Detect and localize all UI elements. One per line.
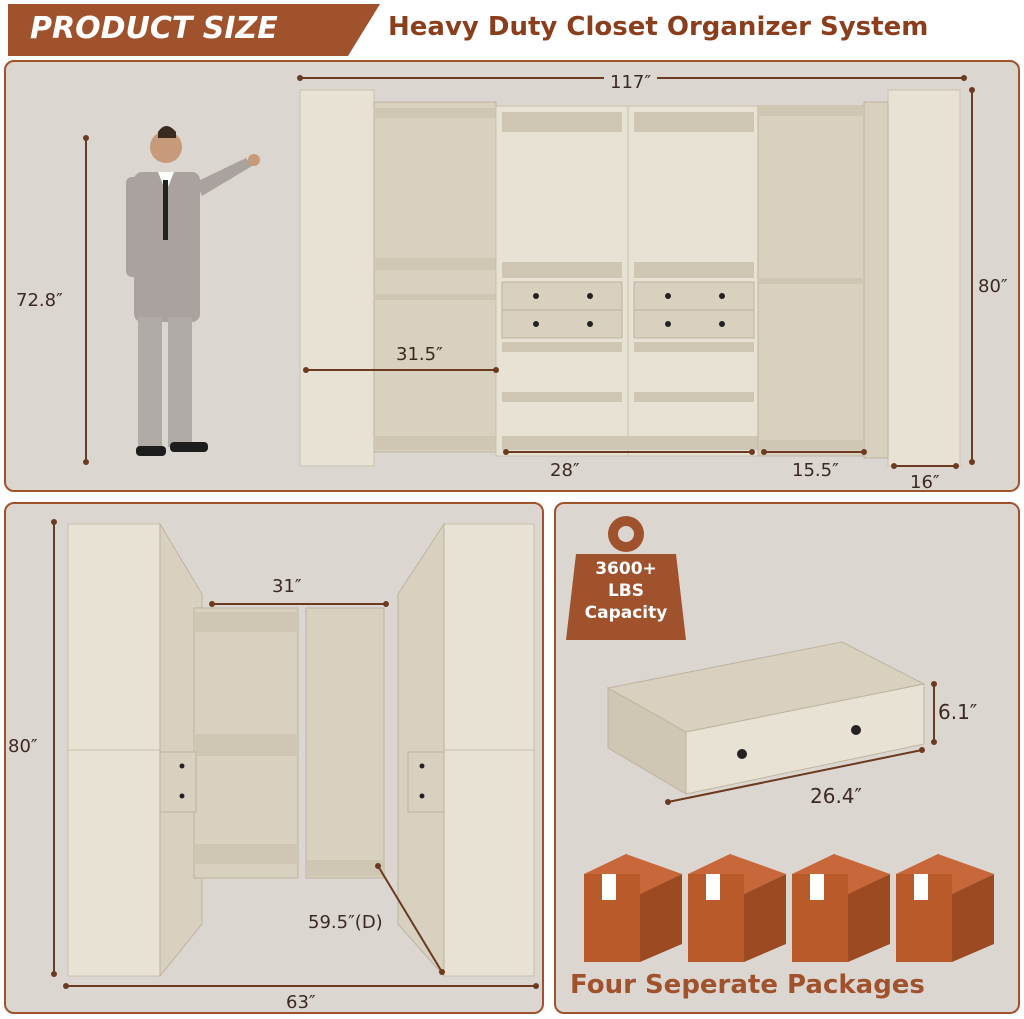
bottom-left-panel: 80″ 31″ 59.5″(D) 63″ [4, 502, 544, 1014]
total-height-label: 80″ [978, 276, 1008, 297]
drawer-and-packages-illustration [566, 516, 994, 962]
open-width-label: 15.5″ [792, 460, 839, 481]
package-box-2-icon [688, 854, 786, 962]
weight-icon [566, 516, 686, 640]
banner-shape [8, 4, 380, 56]
depth-59-label: 59.5″(D) [308, 912, 383, 933]
capacity-line3: Capacity [584, 603, 668, 623]
page-title: Heavy Duty Closet Organizer System [388, 12, 929, 42]
package-box-1-icon [584, 854, 682, 962]
capacity-badge: 3600+ LBS Capacity [566, 558, 686, 624]
inner-width-label: 31″ [272, 576, 302, 597]
packages-caption: Four Seperate Packages [570, 970, 925, 1000]
person-figure [126, 126, 260, 456]
top-dimensions-panel: 117″ 72.8″ 80″ 31.5″ 28″ 15.5″ 16″ [4, 60, 1020, 493]
u-shape-closet-illustration [51, 519, 539, 989]
capacity-line1: 3600+ [595, 559, 657, 579]
top-closet-illustration [83, 75, 975, 469]
width-117-label: 117″ [604, 72, 658, 93]
package-box-3-icon [792, 854, 890, 962]
product-size-banner: PRODUCT SIZE [8, 4, 380, 56]
banner-label: PRODUCT SIZE [30, 11, 278, 46]
drawer-width-label-2: 26.4″ [810, 784, 863, 808]
person-height-label: 72.8″ [16, 290, 63, 311]
height-80-label: 80″ [8, 736, 38, 757]
bottom-right-panel: 3600+ LBS Capacity 6.1″ 26.4″ Four Seper… [554, 502, 1020, 1014]
shelf-width-label: 31.5″ [396, 344, 443, 365]
drawer-width-label: 28″ [550, 460, 580, 481]
package-box-4-icon [896, 854, 994, 962]
width-63-label: 63″ [286, 992, 316, 1013]
drawer-height-label: 6.1″ [938, 700, 978, 724]
depth-label: 16″ [910, 472, 940, 493]
capacity-line2: LBS [607, 581, 645, 601]
